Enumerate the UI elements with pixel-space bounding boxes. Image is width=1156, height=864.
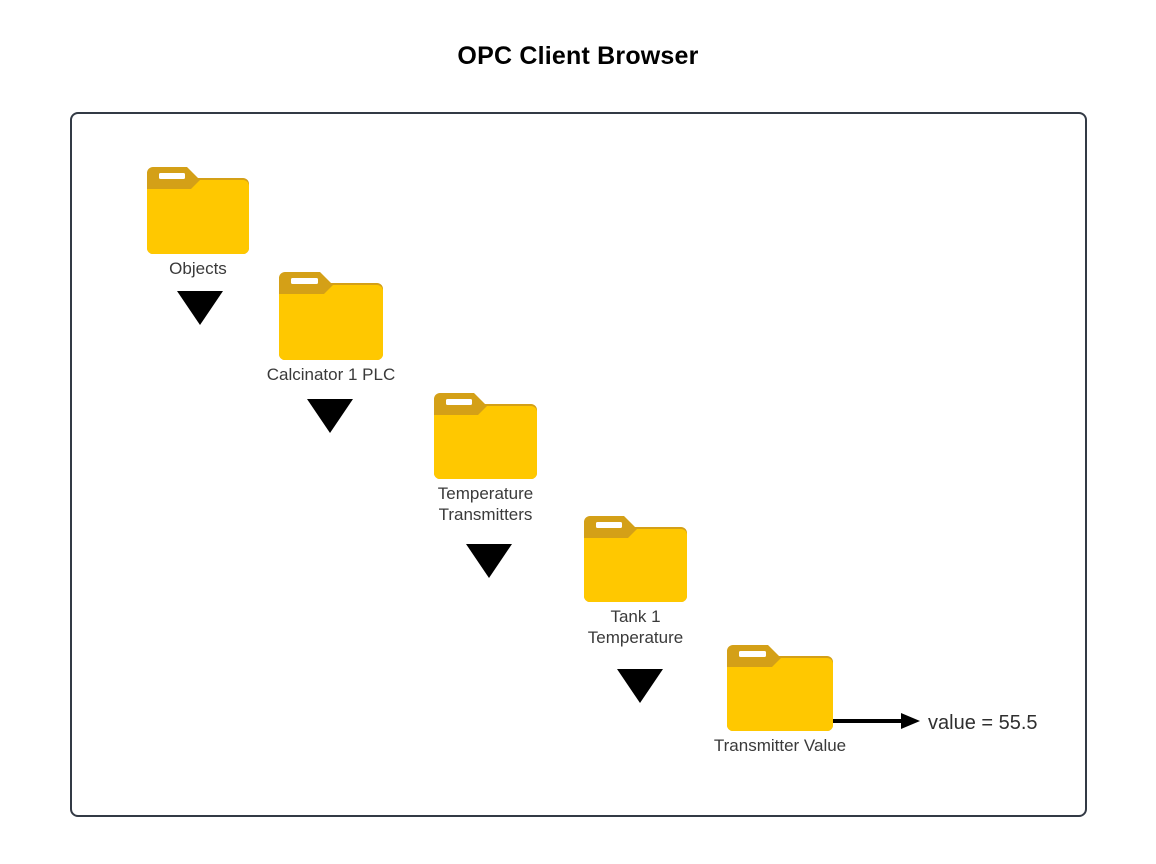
tree-node-calcinator-1-plc[interactable]: Calcinator 1 PLC	[267, 272, 395, 384]
folder-icon	[147, 167, 249, 254]
page-title: OPC Client Browser	[457, 42, 699, 70]
tree-node-transmitter-value[interactable]: Transmitter Value	[714, 645, 846, 755]
tree-node-label: Calcinator 1 PLC	[266, 365, 396, 384]
value-arrow-icon	[833, 713, 920, 729]
tree-node-tank-1-temperature[interactable]: Tank 1 Temperature	[584, 516, 687, 647]
tree-node-label: Temperature Transmitters	[437, 484, 534, 524]
tree-node-label: Transmitter Value	[713, 736, 847, 755]
folder-icon	[584, 516, 687, 602]
tree-node-label: Objects	[169, 259, 227, 278]
tree-node-objects[interactable]: Objects	[147, 167, 249, 278]
tree-node-temperature-transmitters[interactable]: Temperature Transmitters	[434, 393, 537, 524]
folder-icon	[279, 272, 383, 360]
folder-icon	[434, 393, 537, 479]
value-readout-text: value = 55.5	[928, 712, 1038, 734]
tree-node-label: Tank 1 Temperature	[587, 607, 684, 647]
folder-icon	[727, 645, 833, 731]
